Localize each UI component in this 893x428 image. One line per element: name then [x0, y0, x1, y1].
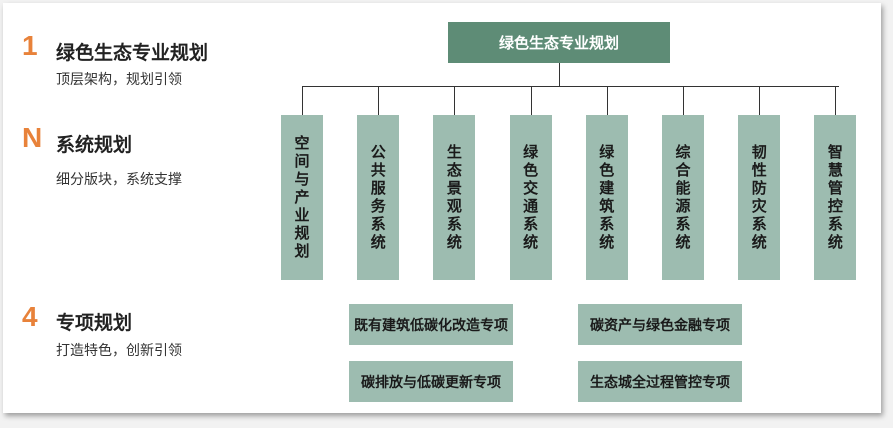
root-node: 绿色生态专业规划	[448, 22, 670, 63]
system-label: 生态景观系统	[444, 143, 463, 252]
special-node: 碳资产与绿色金融专项	[578, 304, 742, 345]
section-number: 1	[22, 30, 38, 61]
section-number: N	[22, 122, 43, 153]
special-node: 既有建筑低碳化改造专项	[349, 304, 513, 345]
system-node: 生态景观系统	[433, 115, 476, 280]
system-label: 智慧管控系统	[825, 143, 844, 252]
system-node: 绿色交通系统	[509, 115, 552, 280]
connector-line	[454, 86, 456, 115]
section-subtitle: 打造特色，创新引领	[56, 343, 182, 359]
connector-line	[606, 86, 608, 115]
system-label: 绿色交通系统	[521, 143, 540, 252]
system-node: 公共服务系统	[357, 115, 400, 280]
section-subtitle: 细分版块，系统支撑	[56, 172, 182, 188]
system-label: 韧性防灾系统	[749, 143, 768, 252]
section-subtitle: 顶层架构，规划引领	[56, 72, 182, 88]
system-label: 绿色建筑系统	[597, 143, 616, 252]
connector-line	[835, 86, 837, 115]
system-node: 综合能源系统	[662, 115, 704, 280]
connector-line	[559, 63, 560, 86]
system-node: 空间与产业规划	[281, 115, 323, 280]
connector-line	[530, 86, 532, 115]
connector-line	[378, 86, 380, 115]
section-title: 专项规划	[56, 312, 133, 334]
system-node: 智慧管控系统	[814, 115, 857, 280]
special-node: 生态城全过程管控专项	[578, 361, 742, 402]
connector-line	[302, 86, 839, 87]
connector-line	[683, 86, 684, 115]
system-label: 综合能源系统	[673, 143, 692, 252]
special-node: 碳排放与低碳更新专项	[349, 361, 513, 402]
connector-line	[759, 86, 761, 115]
system-label: 空间与产业规划	[292, 134, 311, 261]
section-number: 4	[22, 301, 38, 332]
system-node: 绿色建筑系统	[585, 115, 628, 280]
section-title: 系统规划	[56, 134, 133, 156]
connector-line	[302, 86, 303, 115]
system-node: 韧性防灾系统	[738, 115, 781, 280]
system-label: 公共服务系统	[368, 143, 387, 252]
section-title: 绿色生态专业规划	[56, 42, 209, 64]
